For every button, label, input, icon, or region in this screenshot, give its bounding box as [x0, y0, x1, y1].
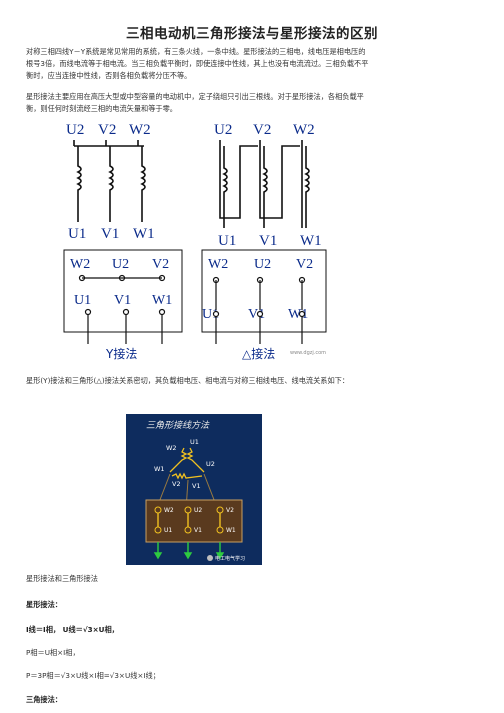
fig1-top-label: W2 — [129, 122, 151, 138]
star-usage-paragraph: 星形接法主要应用在高压大型或中型容量的电动机中，定子绕组只引出三根线。对于星形接… — [26, 92, 364, 113]
fig1-top-label-r: W2 — [293, 122, 315, 138]
fig1-bottom-label-r: V1 — [259, 233, 277, 249]
relation-paragraph: 星形(Y)接法和三角形(△)接法关系密切，其负载相电压、相电流与对称三相线电压、… — [26, 376, 350, 385]
wechat-icon — [207, 555, 213, 561]
delta-heading: 三角接法： — [26, 695, 62, 704]
fig1-top-label: U2 — [66, 122, 84, 138]
fig2-box-label: V1 — [194, 527, 202, 534]
fig1-bottom-label: V1 — [101, 226, 119, 242]
star-formula-3: P＝3P相＝√3×U线×I相=√3×U线×I线； — [26, 671, 160, 680]
wechat-badge: 电工电气学习 — [207, 555, 245, 562]
fig2-tri-label: W1 — [154, 465, 165, 473]
fig2-box-label: W1 — [226, 527, 236, 534]
fig1-box-label-r: V1 — [248, 307, 265, 322]
fig1-caption-y: Y接法 — [105, 346, 137, 361]
fig2-box-label: W2 — [164, 507, 174, 514]
star-formula-2: P相＝U相×I相， — [26, 648, 80, 657]
fig1-bottom-label: W1 — [133, 226, 155, 242]
fig1-watermark: www.dgzj.com — [290, 350, 326, 356]
fig1-bottom-label-r: W1 — [300, 233, 322, 249]
wiring-diagram-figure: U2 V2 W2 U2 V2 W2 U1 V1 W1 U1 V1 W1 — [62, 118, 330, 362]
fig2-tri-label: V1 — [192, 482, 201, 490]
fig2-tri-label: U1 — [190, 438, 199, 446]
fig1-box-label-r: V2 — [296, 257, 313, 272]
fig1-box-label-r: W1 — [288, 307, 308, 322]
star-heading: 星形接法： — [26, 600, 62, 609]
fig2-title: 三角形接线方法 — [146, 420, 210, 431]
delta-board-figure: 三角形接线方法 W2 U1 W1 U2 V2 V1 W2 U2 V2 U1 V1… — [126, 414, 262, 565]
fig1-box-label: W1 — [152, 293, 172, 308]
fig1-caption-delta: △接法 — [242, 346, 275, 361]
page-title: 三相电动机三角形接法与星形接法的区别 — [126, 26, 378, 42]
intro-paragraph: 对称三相四线Y－Y系统是常见常用的系统，有三条火线，一条中线。星形接法的三相电，… — [26, 47, 369, 80]
fig2-box-label: V2 — [226, 507, 234, 514]
fig1-box-label: U2 — [112, 257, 129, 272]
fig2-badge: 电工电气学习 — [215, 555, 245, 562]
fig1-box-label: W2 — [70, 257, 90, 272]
fig1-box-label-r: U2 — [254, 257, 271, 272]
fig2-box-label: U1 — [164, 527, 172, 534]
fig1-box-label: V2 — [152, 257, 169, 272]
fig1-bottom-label: U1 — [68, 226, 86, 242]
figure-caption: 星形接法和三角形接法 — [26, 574, 98, 583]
fig1-top-label-r: V2 — [253, 122, 271, 138]
star-formula-1: I线＝I相， U线＝√3×U相， — [26, 625, 119, 634]
fig1-box-label: U1 — [74, 293, 91, 308]
fig2-tri-label: W2 — [166, 444, 177, 452]
fig2-box-label: U2 — [194, 507, 202, 514]
fig1-bottom-label-r: U1 — [218, 233, 236, 249]
fig1-top-label-r: U2 — [214, 122, 232, 138]
fig1-box-label-r: U1 — [202, 307, 219, 322]
fig2-tri-label: V2 — [172, 480, 181, 488]
fig1-box-label-r: W2 — [208, 257, 228, 272]
fig1-top-label: V2 — [98, 122, 116, 138]
fig1-box-label: V1 — [114, 293, 131, 308]
fig2-tri-label: U2 — [206, 460, 215, 468]
